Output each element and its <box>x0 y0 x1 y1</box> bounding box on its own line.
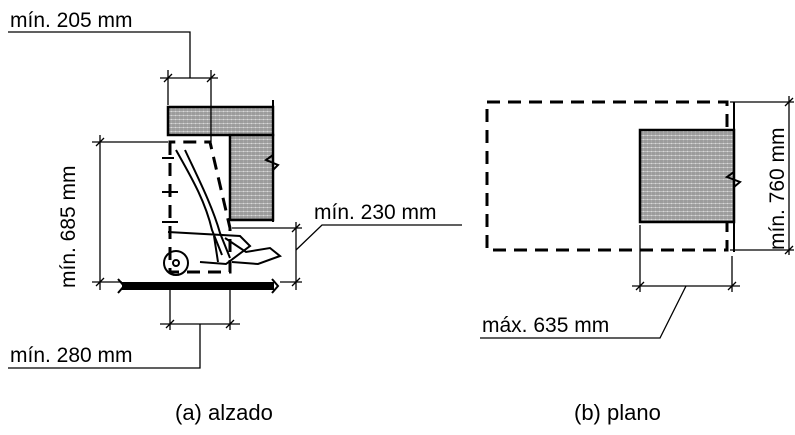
knee-space-plan <box>638 128 736 224</box>
dim-toe-230: mín. 230 mm <box>232 201 462 290</box>
counter-body <box>228 133 275 222</box>
dim-height-label: mín. 685 mm <box>57 165 80 288</box>
dim-width-635: máx. 635 mm <box>480 225 740 339</box>
dim-width-label: máx. 635 mm <box>482 314 609 337</box>
dim-top-205: mín. 205 mm <box>8 9 218 142</box>
knee-clearance-outline <box>168 140 232 274</box>
floor-line <box>122 282 274 290</box>
dim-depth-label: mín. 760 mm <box>766 127 789 250</box>
counter-top <box>166 105 275 137</box>
plan-view: mín. 760 mm máx. 635 mm (b) plano <box>480 96 794 425</box>
break-line <box>263 100 280 222</box>
dim-bottom-280: mín. 280 mm <box>8 290 240 369</box>
plan-caption: (b) plano <box>574 400 661 425</box>
dim-depth-760: mín. 760 mm <box>730 96 794 255</box>
dim-top-label: mín. 205 mm <box>10 9 133 32</box>
elevation-caption: (a) alzado <box>175 400 273 425</box>
plan-break-line <box>724 102 742 252</box>
dim-height-685: mín. 685 mm <box>57 135 168 290</box>
wheelchair-sketch <box>162 149 283 276</box>
dim-toe-label: mín. 230 mm <box>314 201 437 224</box>
elevation-view: mín. 205 mm mín. 685 mm mín. 230 mm <box>8 9 462 425</box>
clear-floor-space-outline <box>485 100 729 252</box>
dim-bottom-label: mín. 280 mm <box>10 344 133 367</box>
